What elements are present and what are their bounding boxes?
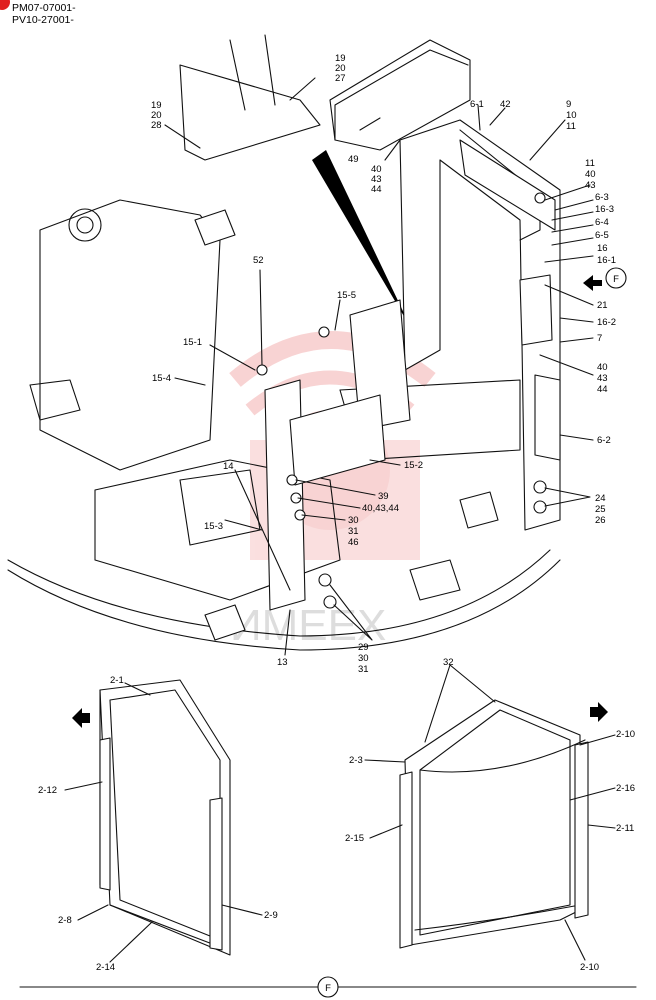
callout: 20 <box>151 110 162 121</box>
callout: 16 <box>597 243 608 254</box>
callout: 46 <box>348 537 359 548</box>
callout: 14 <box>223 461 234 472</box>
callout: 19 <box>335 53 346 64</box>
callout: 25 <box>595 504 606 515</box>
callout: 2-11 <box>616 823 634 834</box>
upper-frame <box>7 199 561 651</box>
callout-labels-bottom-right: 32 2-3 2-10 2-16 2-15 2-11 2-10 <box>345 657 635 973</box>
callout: 15-5 <box>337 290 356 301</box>
leader-lines <box>64 77 616 963</box>
callout: 40 <box>585 169 596 180</box>
view-marker-bottom: F <box>325 983 331 994</box>
callout: 42 <box>500 99 511 110</box>
callout: 44 <box>597 384 608 395</box>
callout: 11 <box>566 121 576 132</box>
callout: 9 <box>566 99 571 110</box>
top-bracket <box>179 34 321 161</box>
model-serial-line-2: PV10-27001- <box>12 14 74 26</box>
arrow-left-icon <box>72 708 90 728</box>
callout: 32 <box>443 657 454 668</box>
callout: 21 <box>597 300 608 311</box>
callout: 11 <box>585 158 595 169</box>
callout: 2-3 <box>349 755 363 766</box>
callout: 49 <box>348 154 359 165</box>
callout: 2-10 <box>616 729 635 740</box>
callout: 2-16 <box>616 783 635 794</box>
callout: 2-15 <box>345 833 364 844</box>
view-marker-circle-top <box>605 267 627 289</box>
callout: 6-5 <box>595 230 609 241</box>
lower-shroud-right <box>399 699 608 949</box>
callout: 27 <box>335 73 346 84</box>
callout: 26 <box>595 515 606 526</box>
callout: 16-2 <box>597 317 616 328</box>
callout: 2-8 <box>58 915 72 926</box>
air-duct <box>329 39 471 151</box>
callout: 2-14 <box>96 962 115 973</box>
page-badge <box>0 0 10 10</box>
pointer-wedge <box>312 150 412 330</box>
view-arrow-icon <box>583 275 602 291</box>
lower-shroud-left <box>72 679 231 956</box>
callout: 40 <box>597 362 608 373</box>
callout: 6-3 <box>595 192 609 203</box>
callout: 2-12 <box>38 785 57 796</box>
callout: 6-2 <box>597 435 611 446</box>
callout: 29 <box>358 642 369 653</box>
callout: 15-1 <box>183 337 202 348</box>
callout: 52 <box>253 255 264 266</box>
callout-labels-top: 19 20 27 19 20 28 49 40 43 44 6-1 42 9 1… <box>151 53 616 526</box>
callout: 19 <box>151 100 162 111</box>
callout: 43 <box>371 174 382 185</box>
callout-labels-middle: 52 15-5 15-1 15-4 14 15-2 39 40,43,44 15… <box>152 255 423 675</box>
callout: 7 <box>597 333 602 344</box>
callout: 6-1 <box>470 99 484 110</box>
callout: 24 <box>595 493 606 504</box>
callout: 44 <box>371 184 382 195</box>
callout: 31 <box>348 526 359 537</box>
view-marker-top: F <box>613 274 619 285</box>
callout: 28 <box>151 120 162 131</box>
center-bracket <box>256 192 547 611</box>
callout: 10 <box>566 110 577 121</box>
callout: 15-2 <box>404 460 423 471</box>
model-serial-line-1: PM07-07001- <box>12 2 76 14</box>
radiator-frame <box>399 119 561 531</box>
callout: 2-9 <box>264 910 278 921</box>
callout: 43 <box>585 180 596 191</box>
callout: 39 <box>378 491 389 502</box>
callout: 40 <box>371 164 382 175</box>
callout: 15-3 <box>204 521 223 532</box>
callout: 20 <box>335 63 346 74</box>
callout: 15-4 <box>152 373 171 384</box>
arrow-right-icon <box>590 702 608 722</box>
callout: 2-1 <box>110 675 124 686</box>
callout-labels-bottom-left: 2-1 2-12 2-8 2-9 2-14 <box>38 675 278 973</box>
callout: 16-1 <box>597 255 616 266</box>
callout: 2-10 <box>580 962 599 973</box>
callout: 13 <box>277 657 288 668</box>
callout: 6-4 <box>595 217 609 228</box>
callout: 43 <box>597 373 608 384</box>
callout: 31 <box>358 664 369 675</box>
callout: 30 <box>358 653 369 664</box>
callout: 40,43,44 <box>362 503 399 514</box>
callout: 16-3 <box>595 204 614 215</box>
callout: 30 <box>348 515 359 526</box>
